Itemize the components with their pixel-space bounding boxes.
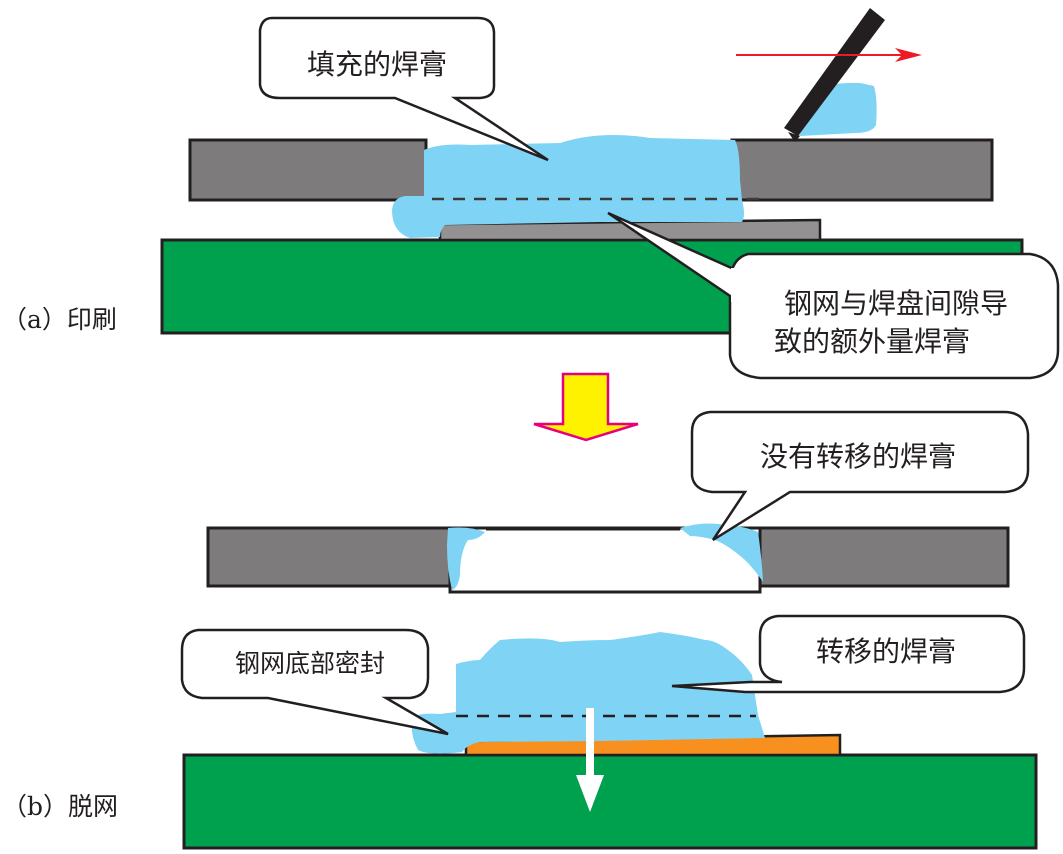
squeegee-icon: [784, 8, 885, 136]
stage-a-printing: 填充的焊膏 钢网与焊盘间隙导 致的额外量焊膏 （a）印刷: [2, 8, 1060, 380]
squeegee-direction-arrow-icon: [736, 48, 922, 62]
solder-paste-filled: [392, 134, 744, 238]
stage-label-b: （b）脱网: [2, 792, 118, 821]
release-direction-arrow-icon: [576, 708, 604, 812]
pcb-board-b: [182, 753, 1038, 850]
callout-filled-paste-text: 填充的焊膏: [307, 48, 447, 81]
callout-not-transferred: 没有转移的焊膏: [690, 410, 1030, 542]
callout-stencil-seal-text: 钢网底部密封: [235, 649, 385, 678]
transition-down-arrow-icon: [533, 372, 639, 442]
callout-gap-text-line1: 钢网与焊盘间隙导: [784, 287, 1008, 320]
residual-paste-right: [680, 523, 763, 582]
solder-paste-rolling: [791, 82, 877, 136]
callout-stencil-bottom-seal: 钢网底部密封: [180, 628, 449, 736]
callout-gap-text-line2: 致的额外量焊膏: [774, 325, 970, 358]
stencil-right-a: [730, 138, 994, 202]
callout-not-transferred-text: 没有转移的焊膏: [760, 440, 956, 473]
callout-transferred-paste: 转移的焊膏: [671, 614, 1026, 694]
solder-paste-transferred: [411, 632, 765, 754]
callout-gap-extra-paste: 钢网与焊盘间隙导 致的额外量焊膏: [607, 211, 1060, 380]
stage-label-a: （a）印刷: [2, 305, 117, 334]
stencil-left-a: [188, 138, 428, 202]
callout-transferred-text: 转移的焊膏: [816, 635, 956, 668]
stage-b-release: 没有转移的焊膏 钢网底部密封 转移的焊膏 （b）脱网: [2, 410, 1038, 850]
residual-paste-left: [447, 527, 485, 590]
squeegee-tip: [788, 132, 800, 142]
callout-filled-paste: 填充的焊膏: [258, 16, 549, 162]
stencil-right-b: [758, 526, 1010, 588]
stencil-left-b: [206, 526, 458, 588]
